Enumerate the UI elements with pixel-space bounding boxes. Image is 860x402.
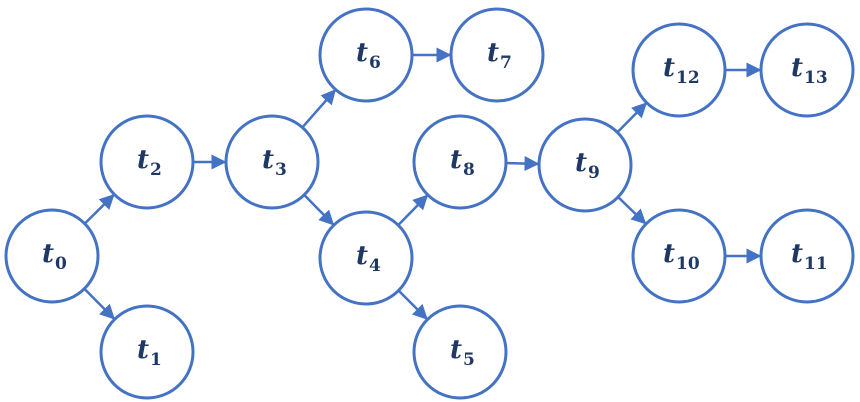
edge-t4-to-t8 [397,194,429,227]
node-circle-t3 [224,114,320,210]
edge-t9-to-t10 [617,196,647,225]
node-label-t7: t7 [487,38,512,73]
node-circle-t12 [631,22,727,118]
edge-t0-to-t2 [83,194,115,225]
node-t11: t11 [759,208,855,304]
edge-t0-to-t1 [83,287,115,320]
node-t6: t6 [318,7,414,103]
node-circle-t6 [318,7,414,103]
edge-t4-to-t5 [397,289,428,320]
node-circle-t13 [759,22,855,118]
node-t0: t0 [4,208,100,304]
node-t2: t2 [99,114,195,210]
node-label-t4: t4 [356,241,381,276]
node-circle-t9 [537,117,633,213]
node-t13: t13 [759,22,855,118]
node-label-t12: t12 [663,53,700,88]
node-t4: t4 [318,210,414,306]
node-label-t1: t1 [137,335,162,370]
node-circle-t7 [449,7,545,103]
node-label-t11: t11 [791,239,828,274]
node-circle-t0 [4,208,100,304]
node-label-t8: t8 [450,145,475,180]
node-label-t3: t3 [262,145,287,180]
node-circle-t11 [759,208,855,304]
node-label-t5: t5 [450,335,475,370]
node-t10: t10 [631,208,727,304]
node-label-t2: t2 [137,145,162,180]
edge-t8-to-t9 [505,156,540,172]
node-circle-t8 [412,114,508,210]
node-t3: t3 [224,114,320,210]
node-label-t10: t10 [663,239,700,274]
node-label-t13: t13 [791,53,828,88]
node-t9: t9 [537,117,633,213]
node-t5: t5 [412,304,508,400]
node-t7: t7 [449,7,545,103]
node-circle-t1 [99,304,195,400]
edge-t3-to-t6 [301,89,336,129]
nodes-layer: t0 t1 t2 t3 t4 t5 t6 t7 t8 t9 t10 t11 t12 t13 [4,7,855,400]
node-circle-t2 [99,114,195,210]
edge-t3-to-t4 [303,193,335,226]
node-t1: t1 [99,304,195,400]
node-circle-t10 [631,208,727,304]
node-circle-t4 [318,210,414,306]
node-label-t0: t0 [42,239,67,274]
node-t8: t8 [412,114,508,210]
edges-layer [83,47,762,320]
node-t12: t12 [631,22,727,118]
node-circle-t5 [412,304,508,400]
node-label-t9: t9 [575,148,600,183]
node-label-t6: t6 [356,38,381,73]
edge-t9-to-t12 [616,102,647,134]
